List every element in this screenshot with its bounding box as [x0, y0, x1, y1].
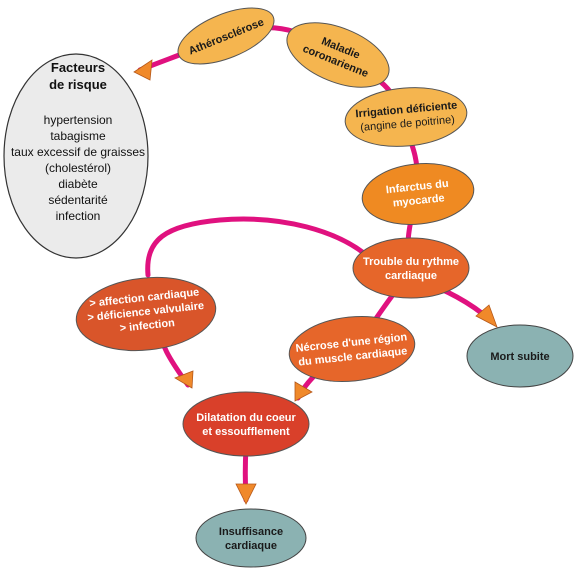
risk-item: (cholestérol): [45, 161, 111, 175]
risk-item: infection: [56, 209, 101, 223]
node-infarctus: Infarctus du myocarde: [361, 163, 475, 225]
arrow-to-insuffisance: [235, 483, 257, 505]
node-label: > infection: [119, 317, 176, 335]
node-label: Mort subite: [490, 351, 549, 363]
node-label: myocarde: [392, 192, 445, 209]
node-atherosclerose: Athérosclérose: [177, 7, 275, 65]
arrow-to-dilatation-right: [294, 381, 313, 402]
risk-item: taux excessif de graisses: [11, 145, 145, 159]
arrow-to-dilatation-left: [174, 370, 194, 389]
risk-item: hypertension: [44, 113, 113, 127]
node-necrose: Nécrose d'une région du muscle cardiaque: [288, 316, 416, 382]
node-trouble-rythme: Trouble du rythme cardiaque: [352, 237, 470, 299]
node-label: Trouble du rythme: [363, 256, 459, 268]
risk-title-line-1: Facteurs: [51, 60, 105, 75]
node-affection: > affection cardiaque > déficience valvu…: [75, 276, 217, 352]
node-dilatation: Dilatation du coeur et essoufflement: [182, 391, 310, 457]
risk-item: sédentarité: [48, 193, 108, 207]
arrowheads: [133, 59, 498, 505]
risk-item: tabagisme: [50, 129, 106, 143]
risk-item: diabète: [58, 177, 98, 191]
arrow-to-risk: [133, 59, 153, 81]
node-label: Insuffisance: [219, 526, 283, 538]
node-label: cardiaque: [385, 270, 437, 282]
node-insuffisance: Insuffisance cardiaque: [195, 508, 307, 568]
node-irrigation: Irrigation déficiente (angine de poitrin…: [344, 87, 468, 147]
risk-factors-box: Facteurs de risque hypertension tabagism…: [3, 53, 149, 259]
node-label: cardiaque: [225, 540, 277, 552]
node-maladie-coronarienne: Maladie coronarienne: [286, 22, 390, 88]
node-label: Dilatation du coeur: [196, 412, 296, 424]
node-label: et essoufflement: [202, 426, 290, 438]
connector-trouble-to-affection: [145, 216, 375, 278]
node-mort-subite: Mort subite: [466, 324, 574, 388]
risk-title-line-2: de risque: [49, 77, 107, 92]
arrow-to-mort: [475, 304, 498, 328]
